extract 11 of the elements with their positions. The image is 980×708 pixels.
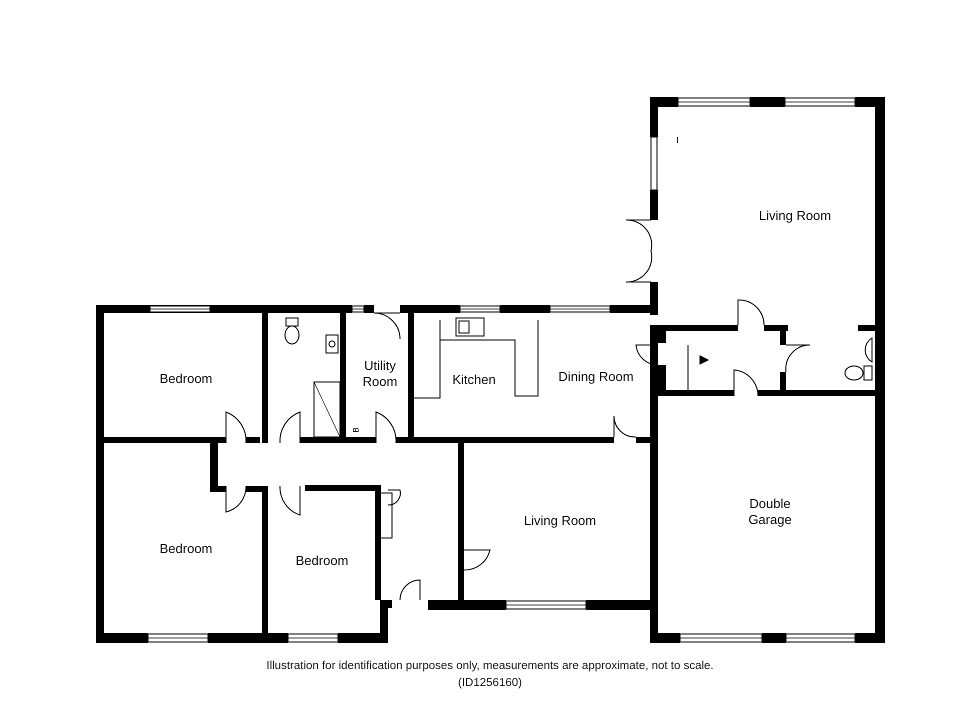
room-label: Bedroom: [282, 553, 362, 569]
room-label: Kitchen: [439, 372, 509, 388]
room-label: Bedroom: [141, 541, 231, 557]
room-label: Living Room: [515, 513, 605, 529]
room-label: Dining Room: [551, 369, 641, 385]
room-label: Bedroom: [141, 371, 231, 387]
boiler-mark: B: [352, 427, 360, 433]
caption: Illustration for identification purposes only, measurements are approximate, not to scale. (ID1256160): [265, 659, 715, 691]
room-label: Utility Room: [355, 358, 405, 390]
room-label: Living Room: [750, 208, 840, 224]
room-label: Double Garage: [730, 496, 810, 528]
